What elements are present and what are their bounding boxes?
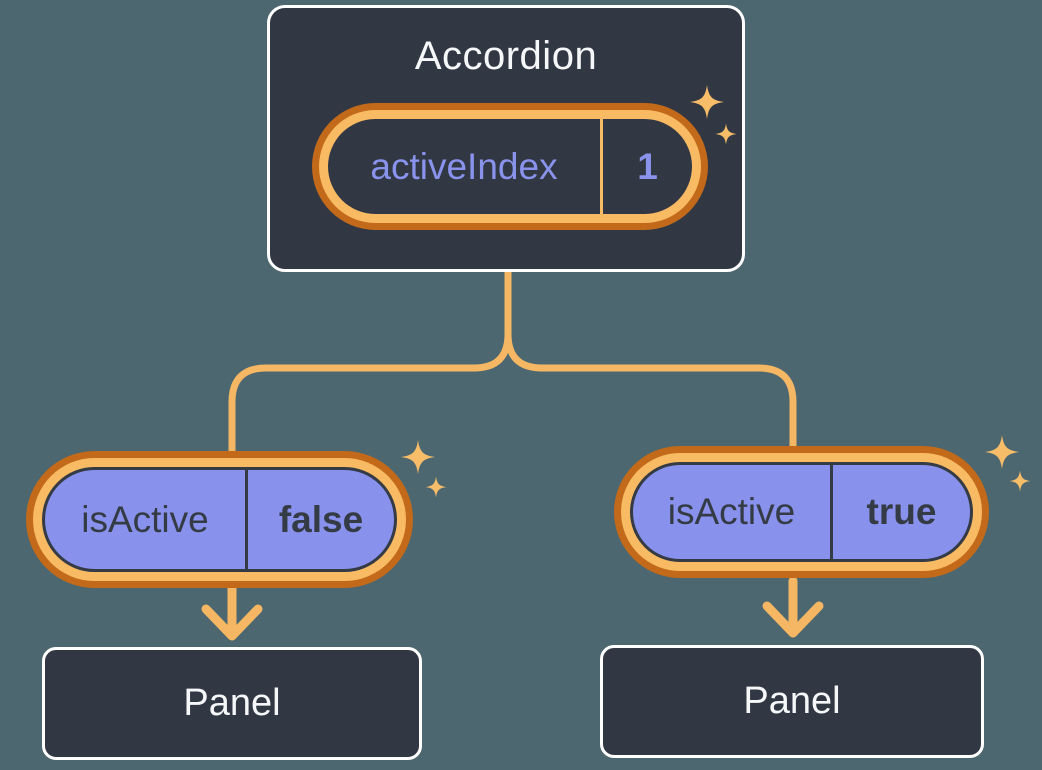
- state-value: true: [866, 491, 937, 532]
- panel-node-title: Panel: [743, 680, 841, 722]
- sparkle-icon: [985, 435, 1019, 469]
- branch-line-right: [504, 272, 797, 450]
- sparkle-icon: [401, 440, 435, 474]
- state-value: 1: [637, 145, 658, 187]
- arrow-left-head: [201, 604, 263, 641]
- state-label: activeIndex: [370, 145, 558, 187]
- pill-divider: [245, 470, 248, 569]
- panel-node-title: Panel: [183, 682, 281, 724]
- panel-node-right: Panel: [600, 645, 984, 758]
- isactive-true-pill: isActive true: [630, 462, 973, 562]
- pill-divider: [600, 119, 603, 214]
- accordion-node: Accordion activeIndex 1: [267, 5, 745, 272]
- sparkle-icon-group-right: [985, 435, 1031, 492]
- panel-node-left: Panel: [42, 647, 422, 760]
- branch-line-left: [228, 272, 512, 454]
- sparkle-icon: [425, 476, 447, 498]
- arrow-right-head: [762, 601, 824, 638]
- state-label: isActive: [667, 491, 796, 532]
- isactive-false-pill: isActive false: [42, 467, 397, 572]
- activeindex-state-pill: activeIndex 1: [328, 119, 692, 214]
- sparkle-icon: [1009, 470, 1031, 492]
- accordion-node-title: Accordion: [414, 34, 598, 78]
- state-value: false: [278, 498, 364, 540]
- sparkle-icon-group-left: [401, 440, 447, 498]
- state-label: isActive: [81, 498, 209, 540]
- pill-divider: [830, 465, 833, 559]
